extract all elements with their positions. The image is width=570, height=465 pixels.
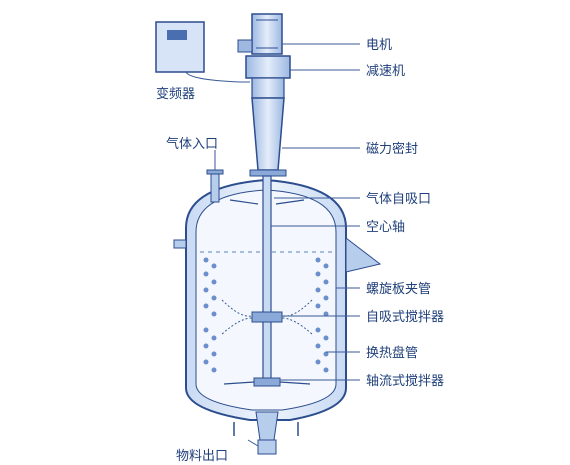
label-gas-self-suction-port: 气体自吸口 bbox=[366, 191, 431, 207]
axial-flow-agitator bbox=[223, 377, 311, 387]
label-material-outlet: 物料出口 bbox=[176, 449, 228, 464]
label-reducer: 减速机 bbox=[366, 64, 405, 79]
label-self-suction-agitator: 自吸式搅拌器 bbox=[366, 309, 444, 325]
label-spiral-plate-jacket: 螺旋板夹管 bbox=[366, 282, 431, 297]
reducer-icon bbox=[245, 55, 291, 99]
motor-icon bbox=[237, 13, 283, 55]
label-inverter: 变频器 bbox=[156, 86, 195, 102]
inverter-icon bbox=[155, 21, 250, 83]
label-heat-exchange-coil: 换热盘管 bbox=[366, 345, 418, 361]
label-hollow-shaft: 空心轴 bbox=[366, 220, 405, 235]
label-gas-inlet: 气体入口 bbox=[166, 136, 218, 152]
label-motor: 电机 bbox=[366, 38, 392, 53]
leader-lines bbox=[214, 43, 360, 447]
material-outlet-pipe bbox=[233, 411, 299, 455]
heat-exchange-coil bbox=[203, 257, 329, 373]
label-axial-flow-agitator: 轴流式搅拌器 bbox=[366, 373, 444, 389]
magnetic-seal-icon bbox=[249, 97, 287, 177]
label-magnetic-seal: 磁力密封 bbox=[366, 141, 418, 157]
